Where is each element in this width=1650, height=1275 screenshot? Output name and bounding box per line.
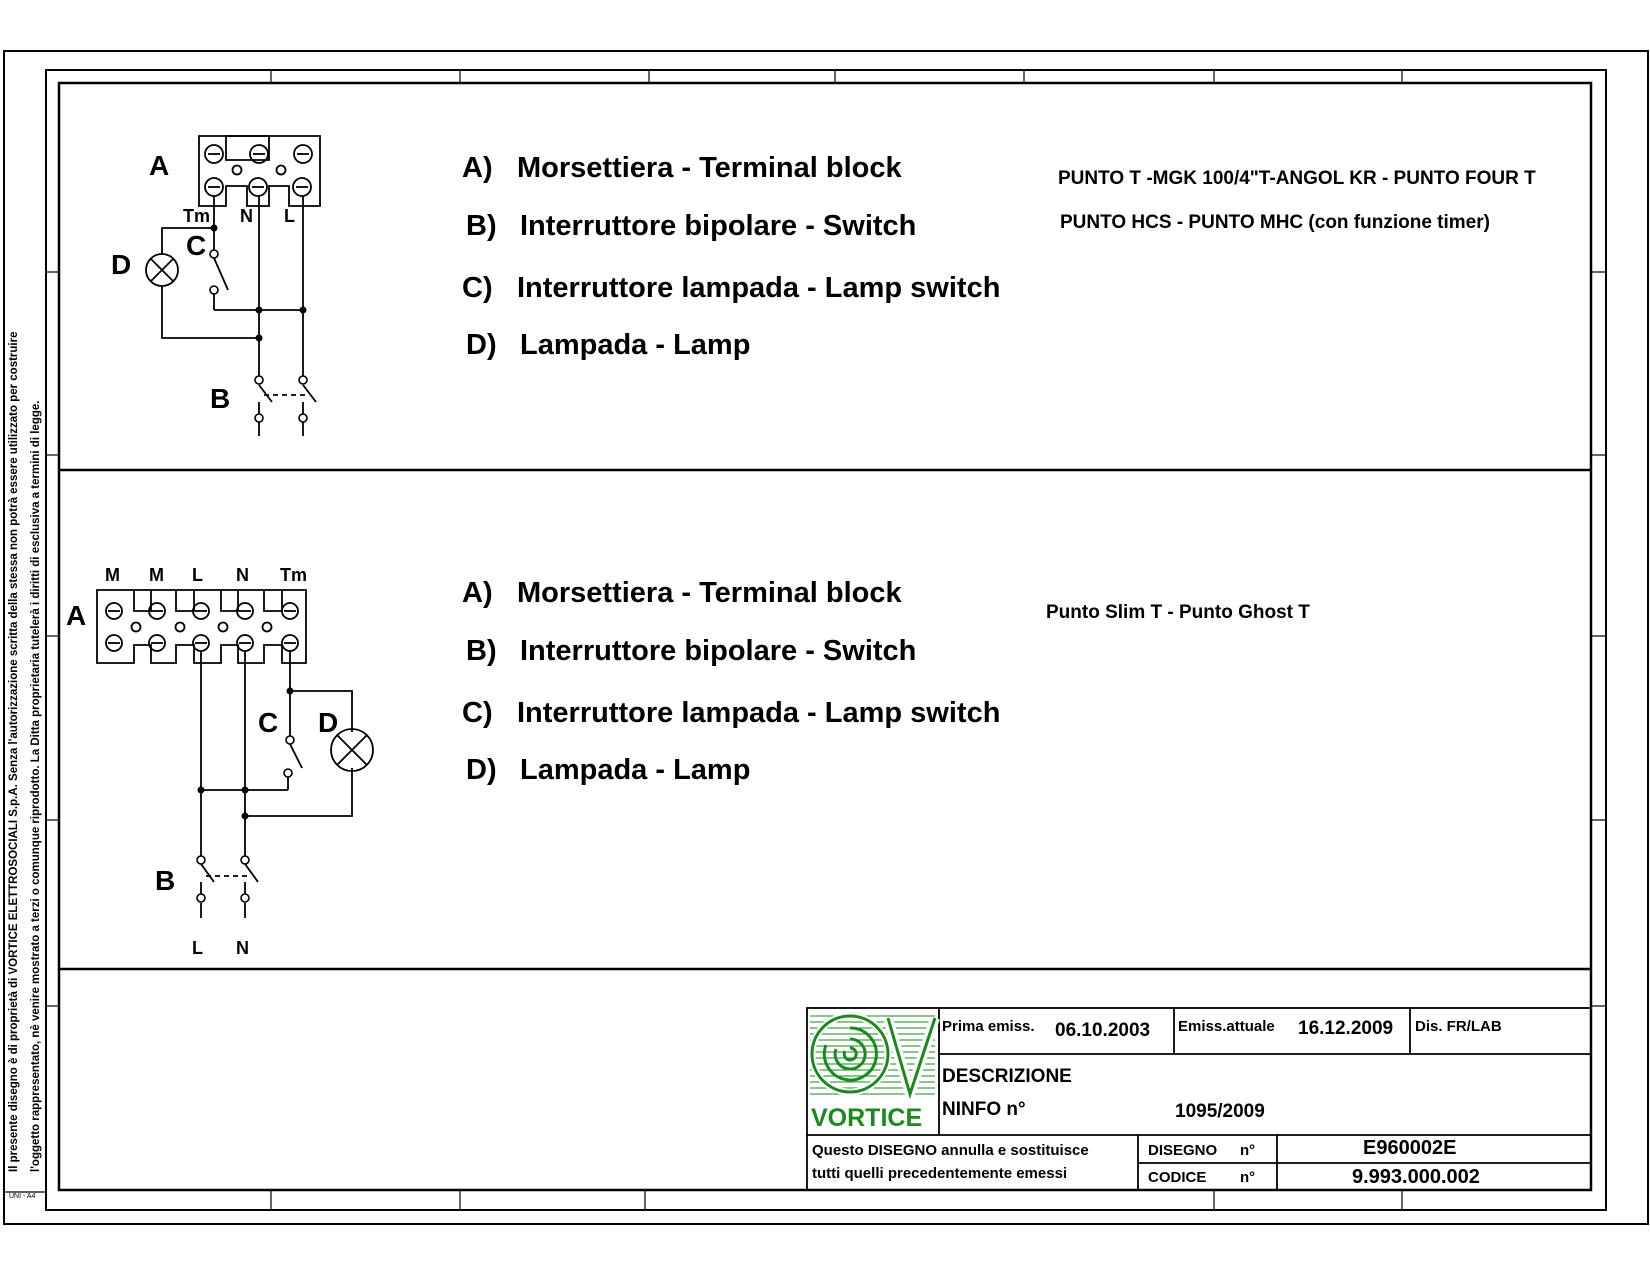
supersede-note-line-2: tutti quelli precedentemente emessi bbox=[812, 1165, 1068, 1182]
supply-label-n: N bbox=[236, 938, 249, 958]
model-list-1-line-1: PUNTO T -MGK 100/4"T-ANGOL KR - PUNTO FO… bbox=[1058, 168, 1536, 189]
terminal-label-l-1: L bbox=[284, 206, 295, 226]
label-d-1: D bbox=[111, 249, 132, 280]
legend-key-a: A) bbox=[462, 152, 493, 184]
label-c-1: C bbox=[186, 230, 207, 261]
label-c-2: C bbox=[258, 707, 279, 738]
drawing-label: DISEGNO bbox=[1148, 1142, 1218, 1159]
brand-name: VORTICE bbox=[811, 1104, 923, 1132]
lamp-symbol-1 bbox=[145, 253, 179, 287]
label-d-2: D bbox=[318, 707, 339, 738]
legend-text-c: Interruttore lampada - Lamp switch bbox=[517, 697, 1001, 729]
drawing-number: E960002E bbox=[1363, 1137, 1457, 1159]
legend-text-b: Interruttore bipolare - Switch bbox=[520, 635, 917, 667]
ownership-note-line-1: Il presente disegno è di proprietà di VO… bbox=[8, 331, 20, 1173]
current-issue-date: 16.12.2009 bbox=[1298, 1018, 1394, 1039]
description-label: DESCRIZIONE bbox=[942, 1066, 1072, 1087]
terminal-block-2 bbox=[96, 589, 307, 664]
terminal-label-m1-2: M bbox=[105, 565, 120, 585]
legend-key-c: C) bbox=[462, 697, 493, 729]
terminal-label-tm-2: Tm bbox=[280, 565, 307, 585]
junction-dots-2 bbox=[197, 687, 294, 820]
terminal-label-n-2: N bbox=[236, 565, 249, 585]
ninfo-value: 1095/2009 bbox=[1175, 1101, 1265, 1122]
first-issue-label: Prima emiss. bbox=[942, 1018, 1035, 1035]
legend-key-a: A) bbox=[462, 577, 493, 609]
label-a-2: A bbox=[66, 600, 87, 631]
legend-text-d: Lampada - Lamp bbox=[520, 329, 751, 361]
legend-text-a: Morsettiera - Terminal block bbox=[517, 577, 902, 609]
drawing-number-sign: n° bbox=[1240, 1142, 1256, 1159]
label-a-1: A bbox=[149, 150, 170, 181]
code-label: CODICE bbox=[1148, 1169, 1207, 1186]
legend-text-a: Morsettiera - Terminal block bbox=[517, 152, 902, 184]
sheet-border bbox=[45, 69, 1607, 1211]
wiring-2 bbox=[200, 651, 353, 918]
code-number-sign: n° bbox=[1240, 1169, 1256, 1186]
legend-key-d: D) bbox=[466, 754, 497, 786]
legend-text-b: Interruttore bipolare - Switch bbox=[520, 210, 917, 242]
legend-text-c: Interruttore lampada - Lamp switch bbox=[517, 272, 1001, 304]
supply-label-l: L bbox=[192, 938, 203, 958]
legend-text-d: Lampada - Lamp bbox=[520, 754, 751, 786]
model-list-2: Punto Slim T - Punto Ghost T bbox=[1046, 602, 1310, 623]
model-list-1-line-2: PUNTO HCS - PUNTO MHC (con funzione time… bbox=[1060, 212, 1490, 233]
junction-dots-1 bbox=[210, 224, 307, 342]
vortice-logo-icon bbox=[808, 1012, 940, 1111]
terminal-block-1 bbox=[198, 135, 321, 207]
label-b-2: B bbox=[155, 865, 176, 896]
terminal-label-l-2: L bbox=[192, 565, 203, 585]
outer-border bbox=[3, 50, 1649, 1225]
label-b-1: B bbox=[210, 383, 231, 414]
ninfo-label: NINFO n° bbox=[942, 1099, 1026, 1120]
drawn-by: Dis. FR/LAB bbox=[1415, 1018, 1502, 1035]
title-block-grid bbox=[806, 1007, 1592, 1191]
frame-ticks bbox=[46, 70, 1606, 1210]
terminal-label-n-1: N bbox=[240, 206, 253, 226]
first-issue-date: 06.10.2003 bbox=[1055, 1020, 1151, 1041]
paper-format-label: UNI - A4 bbox=[9, 1193, 36, 1200]
legend-key-c: C) bbox=[462, 272, 493, 304]
ownership-note-line-2: l'oggetto rappresentato, nè venire mostr… bbox=[30, 400, 42, 1172]
switch-contacts-2 bbox=[196, 735, 295, 903]
legend-key-b: B) bbox=[466, 210, 497, 242]
code-number: 9.993.000.002 bbox=[1352, 1166, 1480, 1188]
terminal-label-tm-1: Tm bbox=[183, 206, 210, 226]
legend-key-d: D) bbox=[466, 329, 497, 361]
lamp-symbol-2 bbox=[330, 728, 374, 772]
terminal-label-m2-2: M bbox=[149, 565, 164, 585]
switch-contacts-1 bbox=[209, 249, 308, 423]
legend-key-b: B) bbox=[466, 635, 497, 667]
current-issue-label: Emiss.attuale bbox=[1178, 1018, 1275, 1035]
supersede-note-line-1: Questo DISEGNO annulla e sostituisce bbox=[812, 1142, 1089, 1159]
